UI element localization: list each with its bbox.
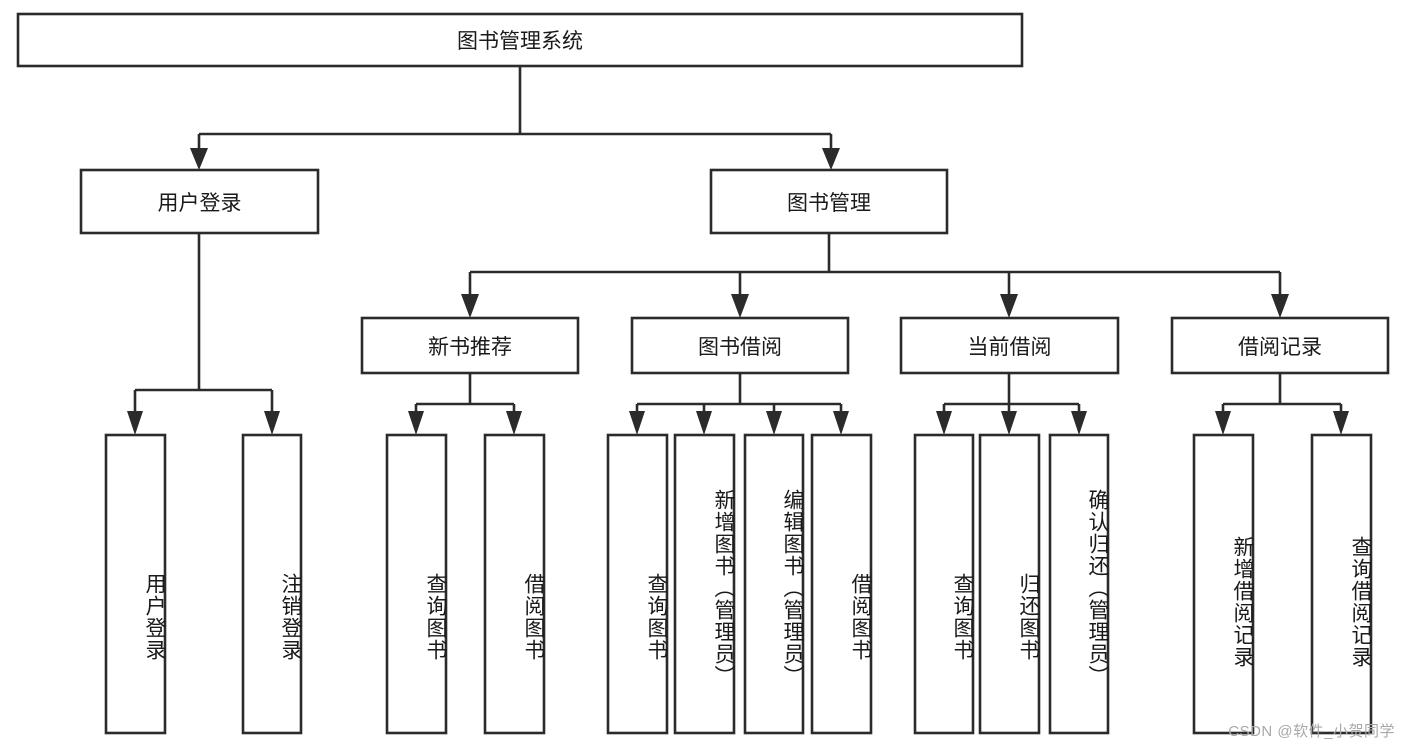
node-leaf-box-2[interactable] [385, 433, 448, 735]
node-leaf-box-6[interactable] [743, 433, 805, 735]
connector-records-to-leaves [1215, 373, 1349, 435]
node-level3-box-0[interactable] [360, 316, 580, 375]
node-leaf-box-4[interactable] [606, 433, 669, 735]
connector-current-to-leaves [936, 373, 1087, 435]
node-level2-box-0[interactable] [79, 168, 320, 235]
node-root-box[interactable] [16, 12, 1024, 68]
connector-bookmgmt-to-level3 [461, 233, 1289, 318]
connector-root-to-level2 [190, 66, 840, 170]
node-leaf-box-10[interactable] [1048, 433, 1110, 735]
node-leaf-box-5[interactable] [673, 433, 736, 735]
node-level2-box-1[interactable] [709, 168, 949, 235]
node-level3-box-3[interactable] [1170, 316, 1390, 375]
connector-userlogin-to-leaves [127, 233, 280, 435]
node-leaf-box-3[interactable] [483, 433, 546, 735]
node-leaf-box-1[interactable] [241, 433, 303, 735]
node-level3-box-1[interactable] [630, 316, 850, 375]
node-level3-box-2[interactable] [899, 316, 1120, 375]
connector-newbook-to-leaves [408, 373, 522, 435]
connector-borrow-to-leaves [629, 373, 849, 435]
node-leaf-box-11[interactable] [1192, 433, 1255, 735]
node-leaf-box-0[interactable] [104, 433, 167, 735]
node-leaf-box-12[interactable] [1310, 433, 1373, 735]
node-leaf-box-7[interactable] [810, 433, 873, 735]
node-leaf-box-9[interactable] [978, 433, 1041, 735]
node-leaf-box-8[interactable] [913, 433, 975, 735]
